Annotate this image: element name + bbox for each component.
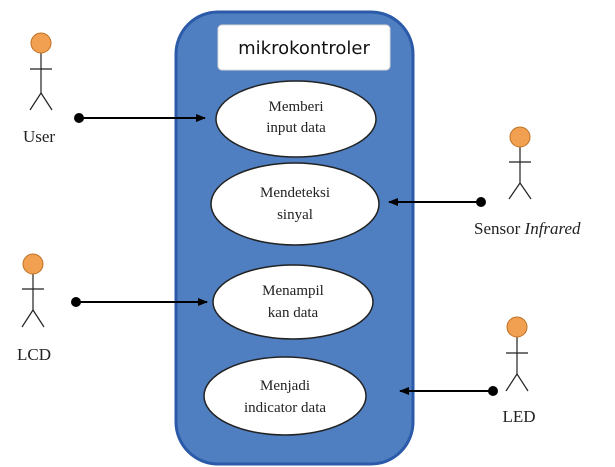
actor-led: LED [502, 316, 536, 426]
use-case-label-line2: indicator data [244, 400, 326, 416]
connector-dot [488, 386, 498, 396]
actor-head-icon [30, 32, 52, 54]
connector-dot [476, 197, 486, 207]
use-case-mendeteksi-sinyal: Mendeteksi sinyal [210, 162, 380, 246]
use-case-label-line1: Mendeteksi [260, 185, 330, 201]
stick-figure-icon [508, 147, 532, 200]
connector-lcd-to-menampilkan [71, 297, 208, 307]
actor-label: LED [502, 407, 535, 426]
connector-dot [71, 297, 81, 307]
actor-label-main: Sensor [474, 219, 525, 238]
use-case-menampilkan-data: Menampil kan data [212, 264, 374, 340]
use-case-memberi-input-data: Memberi input data [215, 80, 377, 158]
actor-user: User [23, 32, 55, 146]
actor-label: LCD [17, 345, 51, 364]
use-case-label-line2: input data [266, 120, 326, 136]
system-title-box [217, 24, 391, 71]
use-case-menjadi-indicator-data: Menjadi indicator data [203, 356, 367, 436]
use-case-label-line1: Menjadi [260, 378, 310, 394]
actor-label-italic: Infrared [524, 219, 582, 238]
use-case-label-line1: Memberi [269, 99, 324, 115]
use-case-label-line2: sinyal [277, 207, 313, 223]
stick-figure-icon [21, 274, 45, 328]
actor-label: Sensor Infrared [474, 219, 581, 238]
actor-head-icon [22, 253, 44, 275]
actor-lcd: LCD [17, 253, 51, 364]
stick-figure-icon [505, 337, 529, 392]
actor-head-icon [506, 316, 528, 338]
use-case-label-line1: Menampil [262, 283, 324, 299]
use-case-label-line2: kan data [268, 305, 319, 321]
connector-dot [74, 113, 84, 123]
actor-head-icon [509, 126, 531, 148]
actor-sensor-infrared: Sensor Infrared [474, 126, 581, 238]
connector-led-to-menjadi [399, 386, 498, 396]
connector-sensor-to-mendeteksi [388, 197, 486, 207]
connector-user-to-memberi [74, 113, 206, 123]
actor-label: User [23, 127, 55, 146]
system-title: mikrokontroler [238, 38, 370, 59]
stick-figure-icon [29, 53, 53, 111]
